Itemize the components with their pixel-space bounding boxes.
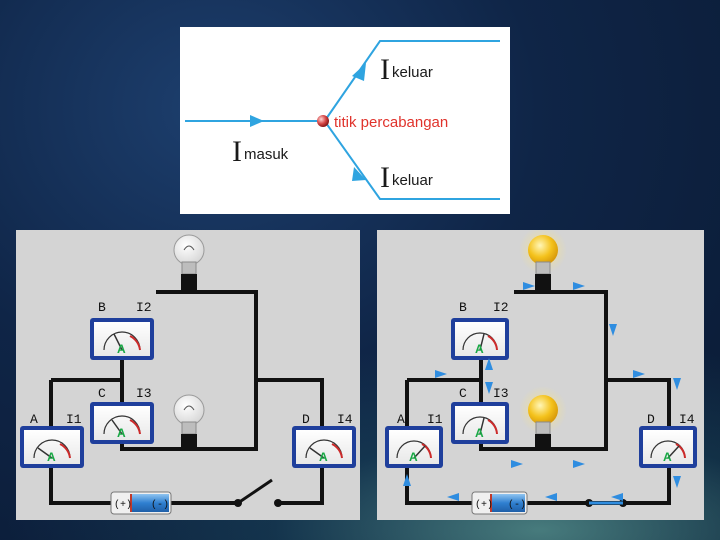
switch-pivot [234,499,242,507]
point-b-label: B [98,300,106,315]
arrow-top-right [573,282,585,290]
battery: (+) (-) [110,491,172,515]
arrow-branch-up [485,358,493,370]
lower-branch-wire [325,122,500,200]
ammeter-c-on: A [451,402,509,444]
current-i1-label: I1 [66,412,82,427]
current-i3-label: I3 [136,386,152,401]
arrow-bottom-right [611,493,623,501]
upper-branch-wire [325,40,500,120]
meter-b-on-symbol: A [475,342,484,356]
arrow-right-down-1 [609,324,617,336]
meter-c-symbol: A [117,426,126,440]
top-bulb-off [173,234,205,292]
current-i1-on-label: I1 [427,412,443,427]
lower-branch-arrow [352,167,366,181]
meter-b-symbol: A [117,342,126,356]
arrow-bottom-mid-2 [573,460,585,468]
lower-i-symbol: I [380,161,390,194]
point-a-on-label: A [397,412,405,427]
incoming-label: masuk [244,146,289,163]
point-c-label: C [98,386,106,401]
arrow-bottom-center [545,493,557,501]
point-d-label: D [302,412,310,427]
point-c-on-label: C [459,386,467,401]
current-i4-on-label: I4 [679,412,695,427]
ammeter-b: A [90,318,154,360]
point-a-label: A [30,412,38,427]
circuit-on-panel: A A A A [377,230,704,520]
point-d-on-label: D [647,412,655,427]
ammeter-b-on: A [451,318,509,360]
point-b-on-label: B [459,300,467,315]
circuit-off: A A A A [20,234,356,515]
ammeter-d: A [292,426,356,468]
incoming-arrow [250,115,264,127]
arrow-top-left [523,282,535,290]
switch-contact [274,499,282,507]
top-bulb-lit [519,230,567,292]
circuit-on: A A A A [385,230,697,515]
arrow-mid-right [633,370,645,378]
upper-i-symbol: I [380,53,390,86]
ammeter-a-on: A [385,426,443,468]
open-switch [237,478,273,505]
battery-on-plus-label: (+) [475,499,493,511]
battery-minus-label: (-) [151,499,169,511]
upper-branch-arrow [352,63,366,81]
current-i3-on-label: I3 [493,386,509,401]
ammeter-d-on: A [639,426,697,468]
arrow-right-down-3 [673,476,681,488]
current-i2-label: I2 [136,300,152,315]
battery-on: (+) (-) [471,491,528,515]
meter-c-on-symbol: A [475,426,484,440]
ammeter-c: A [90,402,154,444]
upper-outgoing-label: keluar [392,64,433,81]
arrow-right-down-2 [673,378,681,390]
current-i2-on-label: I2 [493,300,509,315]
current-i4-label: I4 [337,412,353,427]
arrow-branch-down [485,382,493,394]
meter-d-symbol: A [319,450,328,464]
current-arrows [403,282,681,501]
junction-node [317,115,329,127]
meter-a-on-symbol: A [409,450,418,464]
arrow-bottom-left [447,493,459,501]
junction-node-label: titik percabangan [334,114,448,131]
lower-outgoing-label: keluar [392,172,433,189]
meter-a-symbol: A [47,450,56,464]
meter-d-on-symbol: A [663,450,672,464]
circuit-off-panel: A A A A [16,230,360,520]
arrow-mid-left [435,370,447,378]
incoming-i-symbol: I [232,135,242,168]
ammeter-a: A [20,426,84,468]
middle-bulb-off [173,394,205,450]
battery-on-minus-label: (-) [508,499,526,511]
arrow-bottom-mid-1 [511,460,523,468]
battery-plus-label: (+) [114,499,132,511]
junction-diagram: titik percabangan I keluar I keluar I ma… [185,40,500,200]
middle-bulb-lit [519,386,567,450]
arrow-left-up [403,474,411,486]
junction-diagram-panel: titik percabangan I keluar I keluar I ma… [180,27,510,214]
